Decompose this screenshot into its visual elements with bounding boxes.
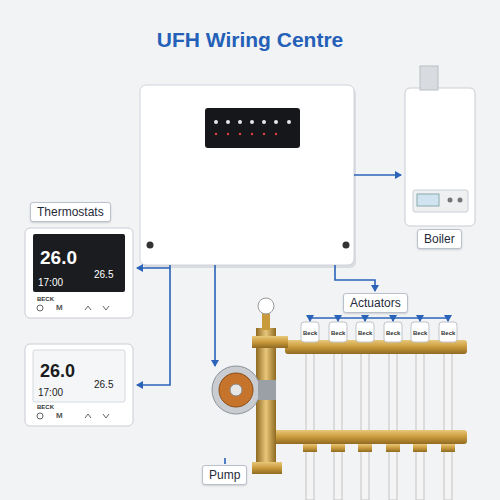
device-text: Beck bbox=[331, 330, 345, 336]
led-panel bbox=[205, 108, 300, 148]
device-text: Beck bbox=[441, 330, 455, 336]
boiler-body bbox=[405, 88, 475, 226]
device-text: 26.5 bbox=[94, 380, 113, 390]
boiler-panel bbox=[413, 190, 468, 212]
device-text: M bbox=[56, 412, 63, 420]
screw bbox=[343, 242, 350, 249]
led-icons bbox=[214, 120, 291, 135]
label-box: Thermostats bbox=[30, 202, 111, 222]
device-text: 17:00 bbox=[38, 388, 63, 398]
device-text: BECK bbox=[37, 296, 54, 302]
actuators bbox=[301, 322, 457, 342]
return-manifold bbox=[270, 430, 467, 444]
label-box: Pump bbox=[202, 465, 247, 485]
flue bbox=[420, 66, 438, 90]
screw bbox=[147, 242, 154, 249]
device-text: Beck bbox=[303, 330, 317, 336]
device-text: 26.5 bbox=[94, 270, 113, 280]
box-label: Actuators bbox=[350, 296, 401, 310]
thermostat-screen bbox=[33, 350, 125, 402]
device-text: BECK bbox=[37, 404, 54, 410]
pump-body bbox=[212, 366, 260, 414]
device-text: M bbox=[56, 304, 63, 312]
label-box: Boiler bbox=[417, 229, 462, 249]
device-text: Beck bbox=[413, 330, 427, 336]
thermostat-screen bbox=[33, 234, 125, 292]
label-box: Actuators bbox=[343, 293, 408, 313]
wires bbox=[137, 175, 448, 464]
box-label: Boiler bbox=[424, 232, 455, 246]
pump-pipe bbox=[256, 328, 276, 474]
thermostat-body bbox=[25, 344, 133, 426]
device-text: 26.0 bbox=[40, 362, 75, 380]
wiring-centre bbox=[140, 85, 354, 265]
box-label: Thermostats bbox=[37, 205, 104, 219]
device-text: Beck bbox=[386, 330, 400, 336]
thermostat-body bbox=[25, 228, 133, 318]
device-text: 26.0 bbox=[40, 248, 77, 267]
pipes bbox=[306, 352, 452, 500]
device-text: 17:00 bbox=[38, 278, 63, 288]
box-label: Pump bbox=[209, 468, 240, 482]
gauge bbox=[258, 298, 274, 314]
title: UFH Wiring Centre bbox=[0, 28, 500, 52]
device-text: Beck bbox=[358, 330, 372, 336]
pump-head bbox=[219, 373, 253, 407]
boiler-display bbox=[417, 194, 439, 206]
